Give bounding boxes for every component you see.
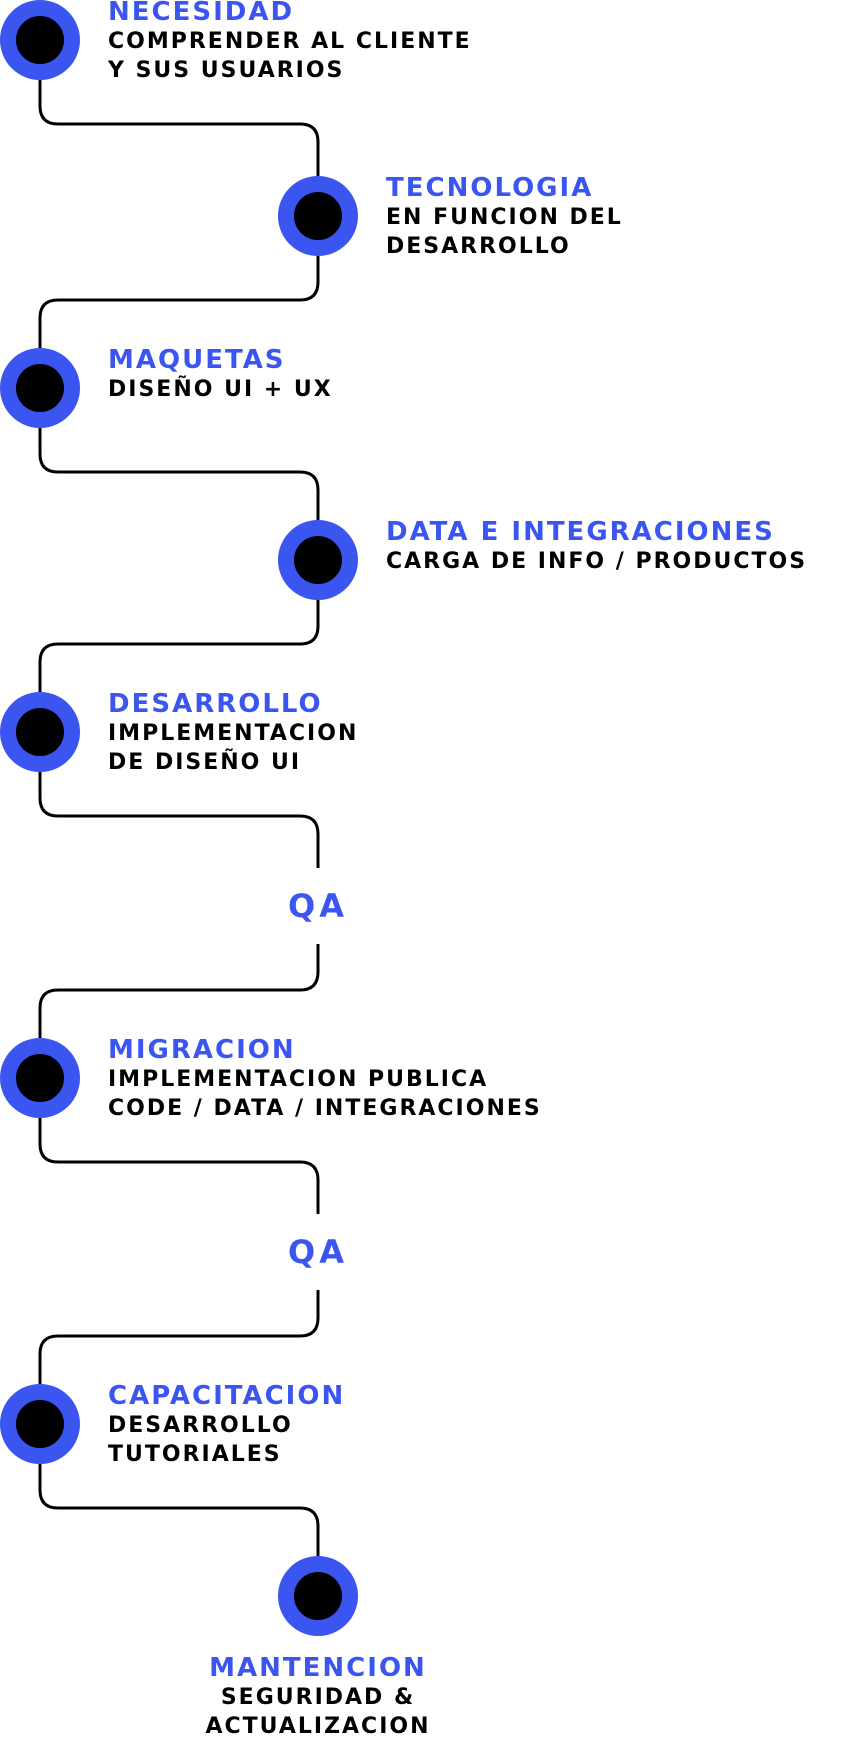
node-maquetas — [0, 348, 80, 428]
node-necesidad — [0, 0, 80, 80]
qa-label-8: QA — [288, 1233, 348, 1271]
connector-9 — [38, 1464, 320, 1556]
connector-1 — [38, 80, 320, 176]
step-title: DESARROLLO — [108, 689, 323, 719]
connector-8 — [38, 1290, 320, 1384]
node-capacitacion — [0, 1384, 80, 1464]
node-desarrollo — [0, 692, 80, 772]
step-description-line: IMPLEMENTACION PUBLICA — [108, 1067, 489, 1092]
connector-3 — [38, 428, 320, 520]
step-description-line: CODE / DATA / INTEGRACIONES — [108, 1096, 542, 1121]
qa-label-6: QA — [288, 887, 348, 925]
step-title: NECESIDAD — [108, 0, 295, 27]
connector-5 — [38, 772, 320, 868]
connector-2 — [38, 256, 320, 348]
step-description-line: DESARROLLO — [386, 234, 571, 259]
step-description-line: Y SUS USUARIOS — [108, 58, 345, 83]
step-description-line: DISEÑO UI + UX — [108, 377, 333, 402]
step-title: DATA E INTEGRACIONES — [386, 517, 775, 547]
step-description-line: SEGURIDAD & — [220, 1685, 416, 1710]
step-title: MANTENCION — [209, 1653, 427, 1683]
step-description-line: CARGA DE INFO / PRODUCTOS — [386, 549, 808, 574]
connector-6 — [38, 944, 320, 1038]
step-description-line: ACTUALIZACION — [205, 1714, 431, 1739]
step-title: MIGRACION — [108, 1035, 296, 1065]
step-description-line: TUTORIALES — [108, 1442, 282, 1467]
connector-7 — [38, 1118, 320, 1214]
node-mantencion — [278, 1556, 358, 1636]
step-title: CAPACITACION — [108, 1381, 346, 1411]
node-data-e-integraciones — [278, 520, 358, 600]
step-title: MAQUETAS — [108, 345, 286, 375]
step-title: TECNOLOGIA — [386, 173, 594, 203]
node-tecnologia — [278, 176, 358, 256]
step-description-line: DE DISEÑO UI — [108, 750, 302, 775]
step-description-line: EN FUNCION DEL — [386, 205, 623, 230]
connector-4 — [38, 600, 320, 692]
node-migracion — [0, 1038, 80, 1118]
step-description-line: IMPLEMENTACION — [108, 721, 359, 746]
step-description-line: DESARROLLO — [108, 1413, 293, 1438]
step-description-line: COMPRENDER AL CLIENTE — [108, 29, 472, 54]
